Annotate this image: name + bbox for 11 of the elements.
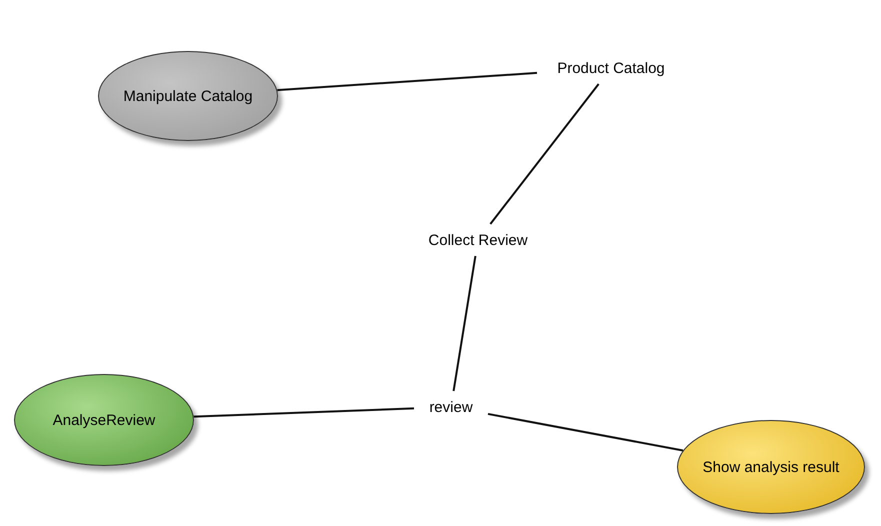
- connector-line: [277, 72, 538, 92]
- use-case-label: Manipulate Catalog: [123, 88, 253, 104]
- connector-line: [452, 256, 476, 392]
- connector-line: [488, 412, 684, 452]
- node-label: Collect Review: [428, 232, 528, 248]
- use-case-label: Show analysis result: [702, 458, 840, 476]
- connector-line: [194, 407, 414, 418]
- node-label: review: [429, 398, 473, 416]
- connector-line: [490, 83, 600, 225]
- use-case-label: AnalyseReview: [52, 412, 156, 428]
- node-label: Product Catalog: [557, 60, 665, 76]
